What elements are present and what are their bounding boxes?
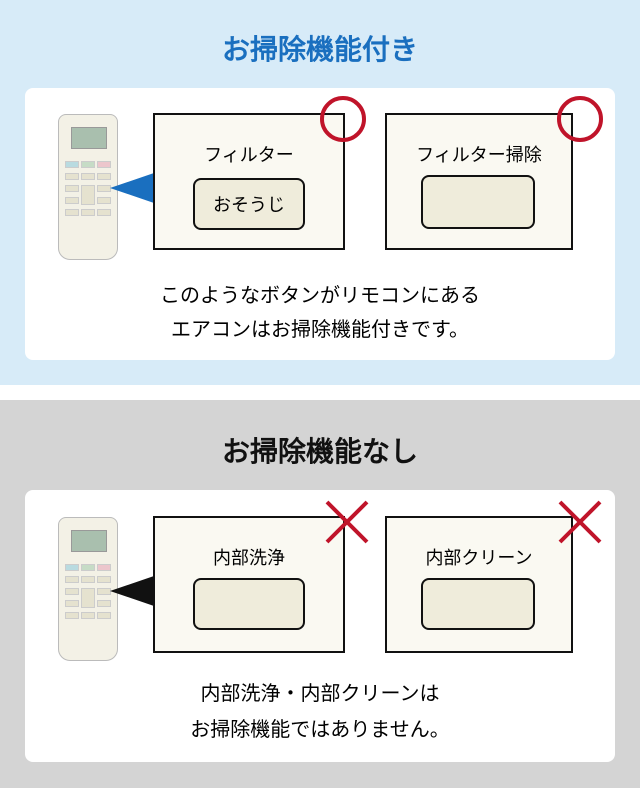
cross-ng-icon xyxy=(558,500,602,544)
remote-button xyxy=(421,175,535,229)
message-line: エアコンはお掃除機能付きです。 xyxy=(171,317,469,341)
message-line: お掃除機能ではありません。 xyxy=(190,717,450,741)
circle-ok-icon xyxy=(557,96,603,142)
info-card: フィルター おそうじ フィルター掃除 このようなボタンがリモコンにある エアコン… xyxy=(25,88,615,360)
without-cleaning-section: お掃除機能なし 内部洗浄 内部クリーン 内部洗浄・内部クリーンは お掃除機能では… xyxy=(0,400,640,788)
message-line: 内部洗浄・内部クリーンは xyxy=(200,681,440,705)
box-label: フィルター掃除 xyxy=(416,145,542,166)
cross-ng-icon xyxy=(325,500,369,544)
pointer-arrow-icon xyxy=(110,576,154,606)
remote-zoom-box-internal-wash: 内部洗浄 xyxy=(153,516,345,653)
message-line: このようなボタンがリモコンにある xyxy=(160,283,480,307)
pointer-arrow-icon xyxy=(110,173,154,203)
box-label: 内部洗浄 xyxy=(213,548,285,569)
with-cleaning-section: お掃除機能付き フィルター おそうじ フィルター掃除 このようなボタンがリモコン… xyxy=(0,0,640,385)
circle-ok-icon xyxy=(320,96,366,142)
remote-button xyxy=(193,578,305,630)
remote-control-illustration xyxy=(58,114,118,260)
remote-zoom-box-filter: フィルター おそうじ xyxy=(153,113,345,250)
box-label: フィルター xyxy=(204,145,294,166)
remote-zoom-box-filter-cleaning: フィルター掃除 xyxy=(385,113,573,250)
info-card: 内部洗浄 内部クリーン 内部洗浄・内部クリーンは お掃除機能ではありません。 xyxy=(25,490,615,762)
remote-zoom-box-internal-clean: 内部クリーン xyxy=(385,516,573,653)
remote-button xyxy=(421,578,535,630)
box-label: 内部クリーン xyxy=(425,548,533,569)
remote-control-illustration xyxy=(58,517,118,661)
section-title: お掃除機能付き xyxy=(221,33,418,66)
remote-button-osouji: おそうじ xyxy=(193,178,305,230)
section-title: お掃除機能なし xyxy=(221,435,418,468)
